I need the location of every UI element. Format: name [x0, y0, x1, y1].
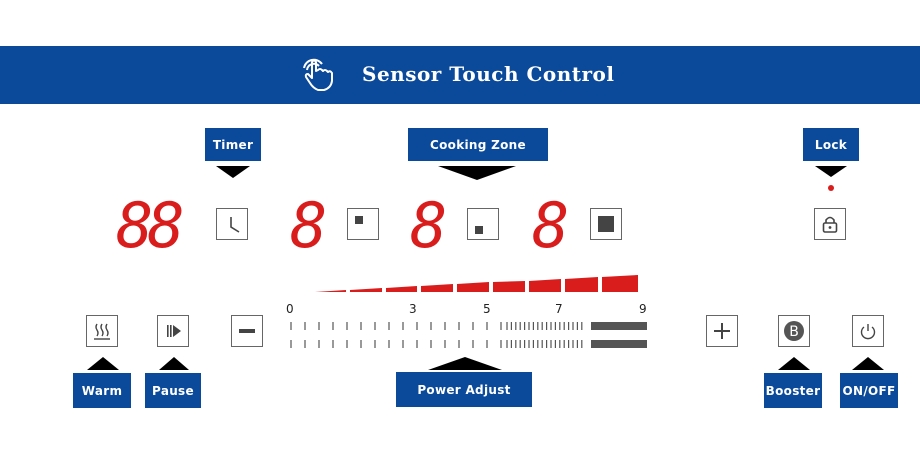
pause-button[interactable] — [157, 315, 189, 347]
zone-top-left-icon — [355, 216, 363, 224]
lock-button[interactable] — [814, 208, 846, 240]
booster-label: Booster — [764, 373, 822, 408]
lock-indicator-led — [828, 185, 834, 191]
header-banner — [0, 46, 920, 104]
zone-rear-button[interactable] — [467, 208, 499, 240]
svg-text:88: 88 — [116, 199, 182, 251]
play-pause-icon — [167, 325, 181, 337]
plus-icon — [714, 323, 730, 339]
warm-pointer — [87, 357, 119, 370]
zone-bottom-left-icon — [475, 226, 483, 234]
on-off-button[interactable] — [852, 315, 884, 347]
padlock-icon — [822, 216, 838, 233]
zone-front-left-button[interactable] — [347, 208, 379, 240]
timer-label: Timer — [205, 128, 261, 161]
zone-right-button[interactable] — [590, 208, 622, 240]
minus-icon — [239, 329, 255, 333]
scale-label-3: 3 — [409, 302, 417, 316]
power-adjust-pointer — [428, 357, 502, 370]
zone-display-2: 8 — [410, 199, 447, 251]
steam-icon — [94, 323, 110, 340]
pause-pointer — [159, 357, 189, 370]
power-slider[interactable] — [285, 320, 655, 350]
svg-text:8: 8 — [532, 199, 569, 251]
scale-label-9: 9 — [639, 302, 647, 316]
booster-icon: B — [784, 321, 804, 341]
minus-button[interactable] — [231, 315, 263, 347]
zone-full-icon — [598, 216, 614, 232]
power-level-bars — [315, 275, 638, 292]
plus-button[interactable] — [706, 315, 738, 347]
lock-label: Lock — [803, 128, 859, 161]
zone-display-1: 8 — [290, 199, 327, 251]
scale-label-0: 0 — [286, 302, 294, 316]
warm-button[interactable] — [86, 315, 118, 347]
svg-text:8: 8 — [410, 199, 447, 251]
clock-icon — [230, 217, 240, 233]
slider-max-block — [591, 340, 647, 348]
warm-label: Warm — [73, 373, 131, 408]
pause-label: Pause — [145, 373, 201, 408]
booster-pointer — [778, 357, 810, 370]
svg-text:8: 8 — [290, 199, 327, 251]
touch-hand-icon — [303, 58, 333, 91]
cooking-zone-pointer — [438, 166, 516, 180]
timer-button[interactable] — [216, 208, 248, 240]
scale-label-7: 7 — [555, 302, 563, 316]
svg-text:B: B — [789, 324, 799, 340]
cooking-zone-label: Cooking Zone — [408, 128, 548, 161]
zone-display-3: 8 — [532, 199, 569, 251]
on-off-label: ON/OFF — [840, 373, 898, 408]
timer-display: 88 — [116, 199, 188, 251]
scale-label-5: 5 — [483, 302, 491, 316]
booster-button[interactable]: B — [778, 315, 810, 347]
slider-max-block — [591, 322, 647, 330]
lock-pointer — [815, 166, 847, 177]
power-icon — [860, 324, 876, 340]
timer-pointer — [216, 166, 250, 178]
on-off-pointer — [852, 357, 884, 370]
power-adjust-label: Power Adjust — [396, 372, 532, 407]
page-title: Sensor Touch Control — [362, 62, 615, 86]
